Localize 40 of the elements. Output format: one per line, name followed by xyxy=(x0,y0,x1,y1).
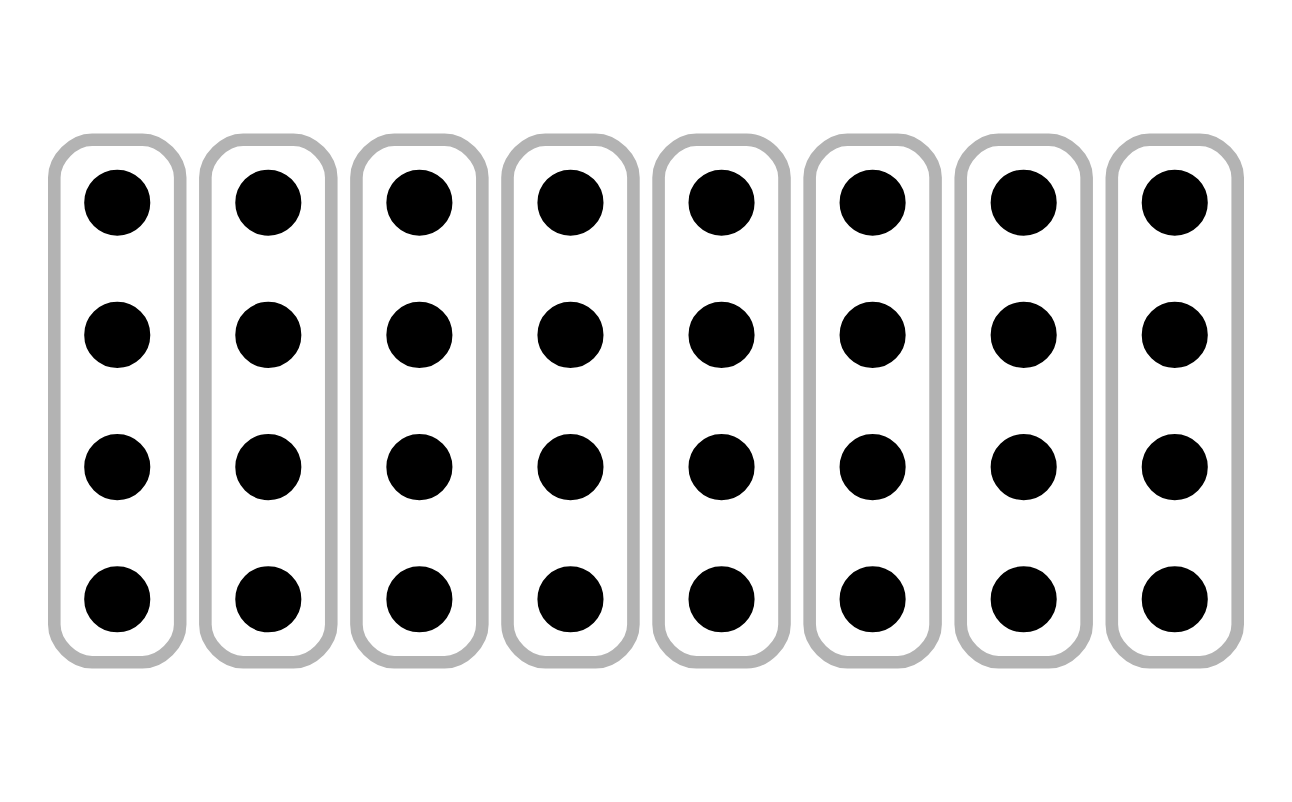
node-circle xyxy=(386,434,453,501)
node-circle xyxy=(688,566,755,633)
node-circle xyxy=(84,566,151,633)
node-circle xyxy=(688,434,755,501)
node-circle xyxy=(688,169,755,236)
cluster xyxy=(954,133,1093,669)
cluster xyxy=(803,133,942,669)
node-circle xyxy=(537,566,604,633)
node-circle xyxy=(537,169,604,236)
node-circle xyxy=(839,301,906,368)
node-circle xyxy=(1141,301,1208,368)
node-circle xyxy=(386,301,453,368)
node-circle xyxy=(84,301,151,368)
node-circle xyxy=(537,301,604,368)
node-circle xyxy=(1141,434,1208,501)
node-circle xyxy=(839,566,906,633)
node-circle xyxy=(386,566,453,633)
cluster xyxy=(501,133,640,669)
cluster xyxy=(350,133,489,669)
node-circle xyxy=(386,169,453,236)
cluster xyxy=(199,133,338,669)
node-circle xyxy=(839,434,906,501)
node-circle xyxy=(1141,566,1208,633)
node-circle xyxy=(537,434,604,501)
node-circle xyxy=(1141,169,1208,236)
node-circle xyxy=(990,301,1057,368)
node-circle xyxy=(839,169,906,236)
node-circle xyxy=(990,434,1057,501)
node-circle xyxy=(235,434,302,501)
node-circle xyxy=(990,169,1057,236)
node-circle xyxy=(235,169,302,236)
node-circle xyxy=(235,301,302,368)
node-circle xyxy=(84,169,151,236)
node-circle xyxy=(235,566,302,633)
cluster xyxy=(1105,133,1244,669)
cluster xyxy=(48,133,187,669)
node-circle xyxy=(688,301,755,368)
node-circle xyxy=(84,434,151,501)
node-circle xyxy=(990,566,1057,633)
cluster xyxy=(652,133,791,669)
